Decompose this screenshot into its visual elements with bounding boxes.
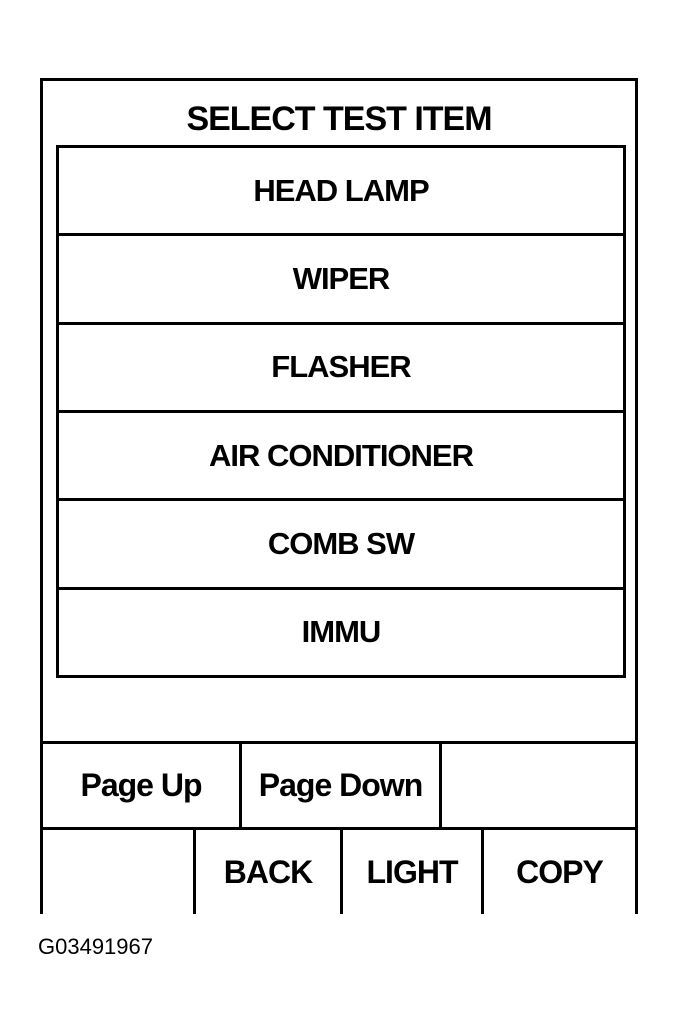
test-item-comb-sw[interactable]: COMB SW bbox=[59, 501, 623, 590]
light-button[interactable]: LIGHT bbox=[343, 830, 484, 914]
soft-key-area: Page Up Page Down BACK LIGHT COPY bbox=[43, 741, 635, 914]
test-item-flasher[interactable]: FLASHER bbox=[59, 324, 623, 413]
blank-soft-key-1[interactable] bbox=[442, 744, 635, 827]
tester-screen: SELECT TEST ITEM HEAD LAMP WIPER FLASHER… bbox=[40, 78, 638, 914]
page-down-button[interactable]: Page Down bbox=[242, 744, 442, 827]
screen-title: SELECT TEST ITEM bbox=[186, 100, 492, 138]
copy-button[interactable]: COPY bbox=[484, 830, 635, 914]
back-button[interactable]: BACK bbox=[196, 830, 343, 914]
figure-id: G03491967 bbox=[38, 934, 153, 959]
blank-soft-key-2[interactable] bbox=[43, 830, 196, 914]
test-item-immu[interactable]: IMMU bbox=[59, 589, 623, 675]
test-item-wiper[interactable]: WIPER bbox=[59, 236, 623, 325]
test-item-list: HEAD LAMP WIPER FLASHER AIR CONDITIONER … bbox=[56, 145, 626, 678]
test-item-air-conditioner[interactable]: AIR CONDITIONER bbox=[59, 412, 623, 502]
page-up-button[interactable]: Page Up bbox=[43, 744, 242, 827]
soft-key-row-1: Page Up Page Down bbox=[43, 741, 635, 827]
test-item-head-lamp[interactable]: HEAD LAMP bbox=[59, 148, 623, 237]
soft-key-row-2: BACK LIGHT COPY bbox=[43, 827, 635, 914]
